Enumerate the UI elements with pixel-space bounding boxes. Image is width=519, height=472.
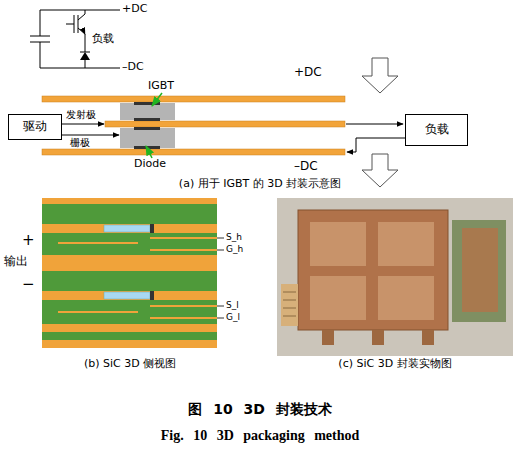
- process-box: 负载: [405, 114, 468, 146]
- sic-chip: [104, 225, 150, 232]
- dbc-layer: [42, 300, 217, 324]
- pin: [372, 330, 384, 345]
- label-text: –DC: [122, 61, 144, 74]
- pin: [422, 330, 434, 345]
- label-text: (a) 用于 IGBT 的 3D 封装示意图: [179, 178, 341, 191]
- photo-background: [277, 198, 513, 356]
- label-text: G_l: [226, 312, 240, 322]
- terminal-copper: [462, 228, 498, 312]
- trace: [58, 242, 138, 244]
- dbc-layer: [42, 233, 217, 255]
- box-text: 负载: [425, 123, 449, 137]
- wire: [85, 60, 86, 68]
- label-text: IGBT: [148, 80, 174, 93]
- pin-lead: [217, 306, 224, 307]
- igbt-chip: [120, 103, 175, 120]
- label-text: 发射极: [66, 109, 96, 121]
- label-text: 负载: [92, 33, 114, 46]
- solder-layer: [134, 127, 160, 130]
- copper-bar: [42, 96, 345, 102]
- label-text: (b) SiC 3D 侧视图: [84, 358, 176, 371]
- trace: [150, 237, 217, 239]
- emitter-wire: [62, 124, 104, 125]
- dc-rail: [40, 68, 120, 69]
- via: [150, 291, 154, 301]
- dc-block-arrow: [362, 154, 398, 187]
- label-text: S_l: [226, 300, 239, 310]
- solder-layer: [134, 118, 160, 121]
- substrate-layer: [42, 198, 217, 348]
- label-text: 输出: [4, 255, 28, 269]
- copper-bar: [105, 121, 345, 127]
- load-wire: [346, 124, 403, 125]
- copper-bar: [42, 149, 345, 155]
- dbc-layer: [42, 332, 217, 340]
- label-text: −: [22, 276, 35, 293]
- process-box: 驱动: [8, 114, 62, 140]
- label-text: (c) SiC 3D 封装实物图: [338, 358, 451, 371]
- copper-pad: [310, 222, 366, 266]
- label-text: –DC: [294, 160, 318, 174]
- igbt-collector: [78, 10, 85, 20]
- load-wire: [347, 138, 405, 152]
- dc-rail: [40, 10, 120, 11]
- label-text: S_h: [226, 232, 242, 242]
- copper-pad: [378, 276, 434, 320]
- label-text: 栅极: [70, 137, 90, 149]
- trace: [150, 305, 217, 307]
- trace: [150, 249, 217, 251]
- gate-strip: [281, 284, 298, 326]
- label-text: Diode: [134, 158, 166, 171]
- pin: [322, 330, 334, 345]
- igbt-body: [78, 15, 79, 33]
- label-text: +DC: [294, 66, 322, 80]
- diode-chip: [120, 128, 175, 148]
- box-text: 驱动: [23, 120, 47, 134]
- figure-caption: 图 10 3D 封装技术: [188, 401, 331, 419]
- leader-arrow: [146, 146, 152, 158]
- solder-layer: [134, 102, 160, 105]
- label-text: G_h: [226, 244, 243, 254]
- copper-pad: [310, 276, 366, 320]
- wire: [40, 10, 41, 36]
- copper-plate: [298, 210, 448, 330]
- capacitor-plate: [30, 36, 50, 37]
- dc-block-arrow: [362, 58, 398, 93]
- gate-wire: [62, 135, 119, 136]
- dbc-layer: [42, 271, 217, 291]
- pin-lead: [217, 318, 224, 319]
- label-text: +: [22, 232, 35, 249]
- trace: [150, 317, 217, 319]
- wire: [40, 42, 41, 68]
- pin-lead: [217, 250, 224, 251]
- gate-strip-lines: [283, 292, 296, 316]
- sic-chip: [104, 292, 150, 299]
- copper-pad: [378, 222, 434, 266]
- igbt-emitter: [78, 28, 85, 52]
- terminal-board: [452, 220, 506, 322]
- via: [150, 224, 154, 234]
- pin-lead: [217, 238, 224, 239]
- dbc-layer: [42, 204, 217, 224]
- diode-symbol: [80, 52, 90, 60]
- label-text: +DC: [122, 3, 147, 16]
- label-text: Fig. 10 3D packaging method: [161, 428, 360, 444]
- trace: [58, 311, 138, 313]
- igbt-gate: [66, 15, 74, 33]
- leader-arrow: [152, 93, 162, 106]
